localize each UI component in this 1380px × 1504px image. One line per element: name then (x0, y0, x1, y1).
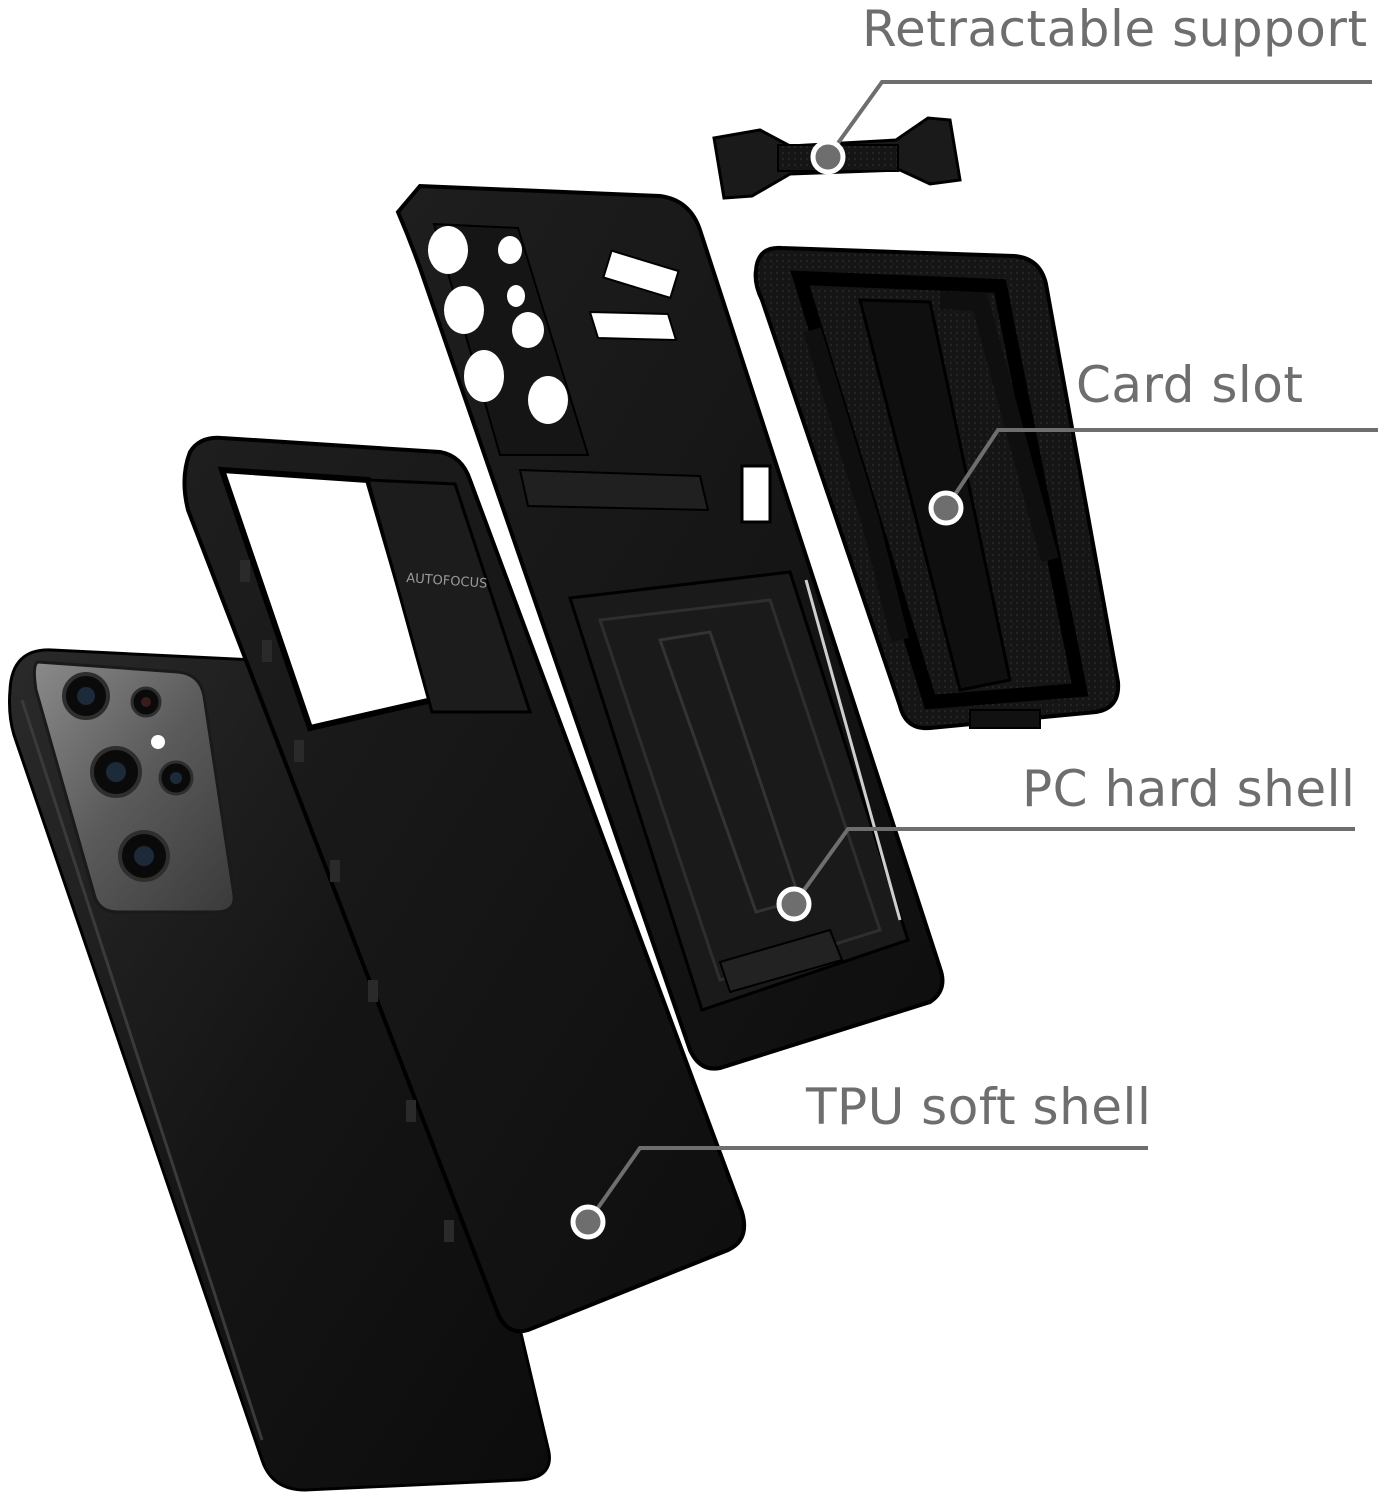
leader-pc (776, 827, 1355, 922)
autofocus-engraving: AUTOFOCUS (406, 571, 488, 592)
tpu-soft-shell: AUTOFOCUS (182, 435, 747, 1334)
label-tpu-soft-shell: TPU soft shell (806, 1078, 1152, 1136)
label-card-slot: Card slot (1076, 356, 1304, 414)
marker-card (928, 490, 964, 526)
leader-retractable (810, 80, 1372, 175)
leader-tpu (570, 1146, 1148, 1240)
label-retractable-support: Retractable support (862, 0, 1368, 58)
camera-module (32, 660, 236, 914)
marker-tpu (570, 1204, 606, 1240)
marker-pc (776, 886, 812, 922)
card-slot (753, 245, 1121, 731)
marker-retractable (810, 139, 846, 175)
pc-hard-shell (395, 183, 945, 1071)
label-pc-hard-shell: PC hard shell (1022, 760, 1356, 818)
leader-card (928, 428, 1378, 526)
phone (8, 648, 551, 1492)
